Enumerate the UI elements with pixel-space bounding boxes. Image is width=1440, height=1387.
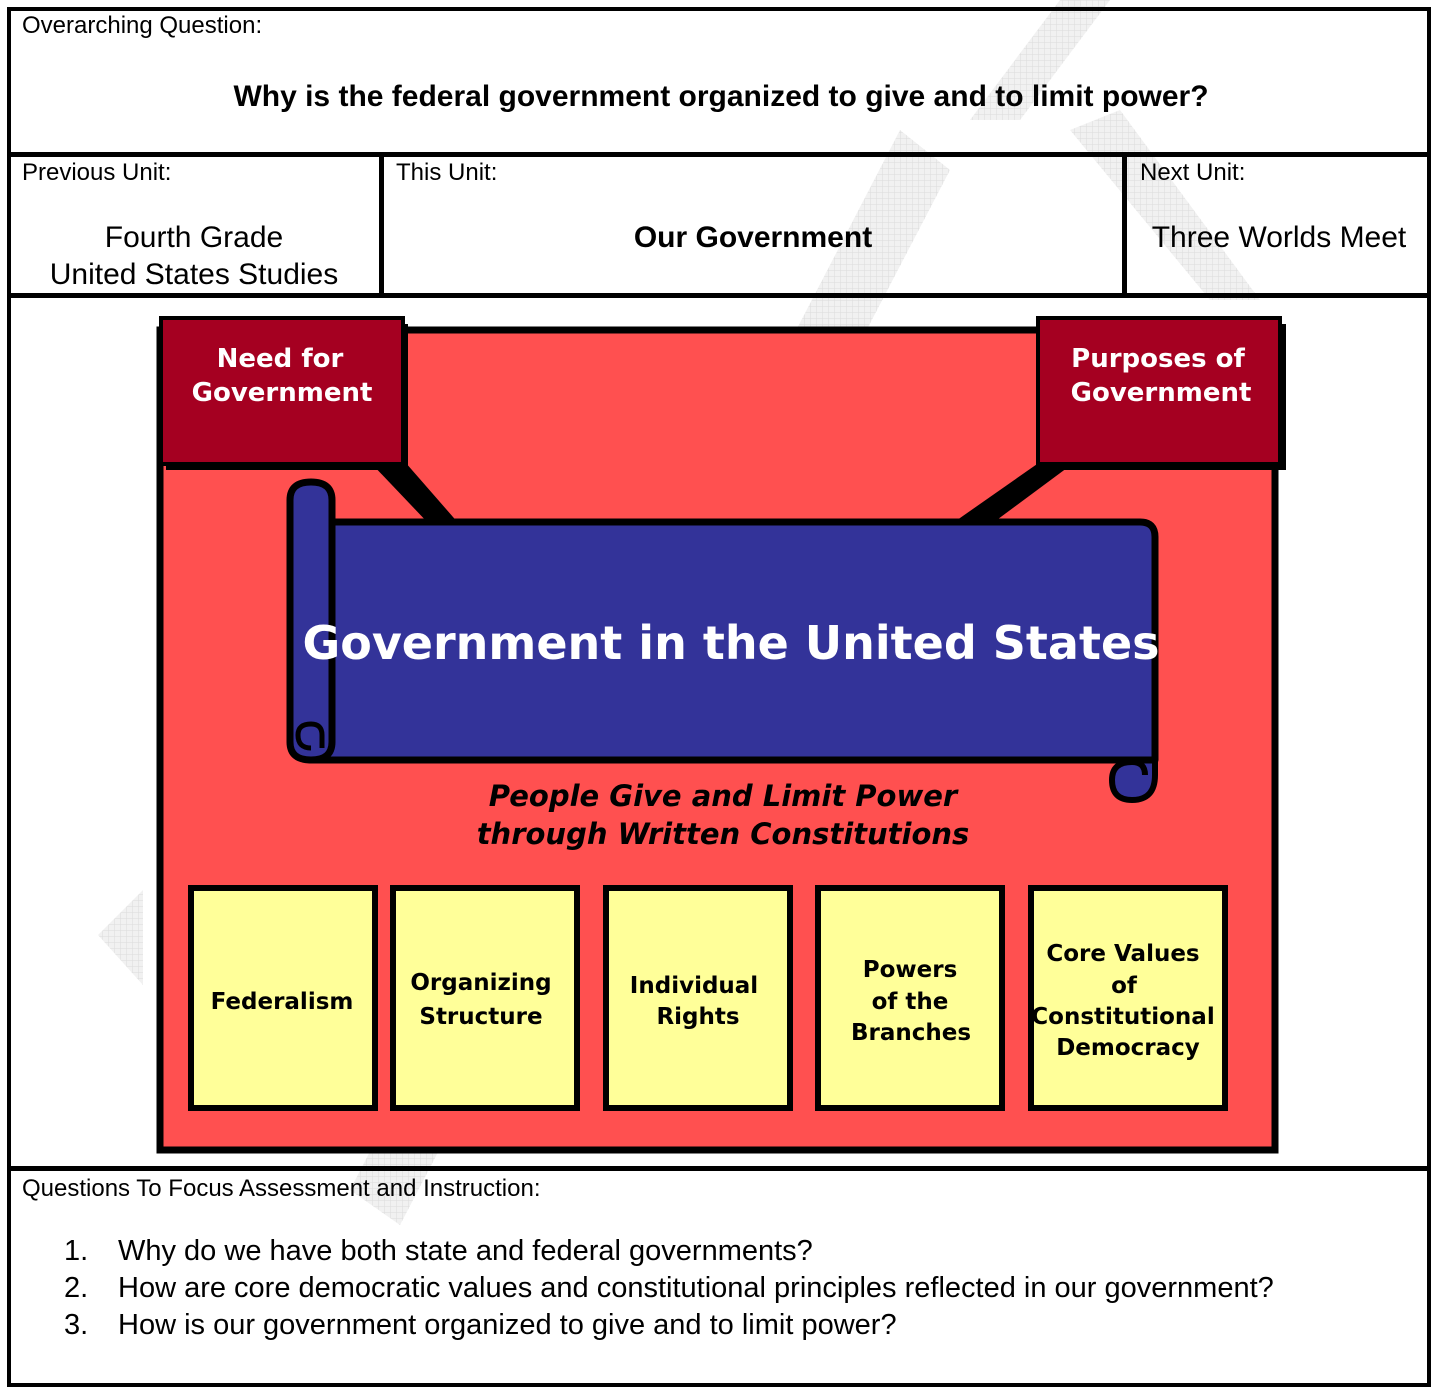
- overarching-label: Overarching Question:: [22, 12, 263, 39]
- box-label: of the: [872, 989, 949, 1015]
- box-organizing-structure: [390, 885, 580, 1111]
- divider: [379, 152, 384, 298]
- box-label: of: [1111, 973, 1138, 999]
- box-label: Organizing: [410, 970, 551, 996]
- divider: [7, 1166, 1431, 1171]
- box-label: Branches: [851, 1020, 971, 1046]
- box-label: Rights: [656, 1004, 739, 1030]
- focus-questions-list: 1. Why do we have both state and federal…: [64, 1233, 1274, 1344]
- question-text: Why do we have both state and federal go…: [118, 1235, 813, 1267]
- connector-left: [370, 462, 460, 525]
- divider: [7, 293, 1431, 298]
- this-unit-title: Our Government: [633, 221, 873, 254]
- list-item: 2. How are core democratic values and co…: [64, 1270, 1274, 1307]
- scroll-banner: [286, 478, 1159, 803]
- next-unit-label: Next Unit:: [1140, 159, 1246, 186]
- question-number: 3.: [64, 1309, 89, 1341]
- question-number: 2.: [64, 1272, 89, 1304]
- corner-box-purposes: [1036, 316, 1282, 466]
- box-label: Federalism: [211, 989, 354, 1015]
- corner-box-need: [159, 316, 405, 466]
- box-powers-branches: [815, 885, 1005, 1111]
- corner-right-line1: Purposes of: [1071, 344, 1245, 374]
- previous-unit-line2: United States Studies: [49, 258, 339, 291]
- connector-right: [950, 462, 1075, 525]
- subtitle-line2: through Written Constitutions: [477, 817, 970, 851]
- box-label: Structure: [419, 1004, 542, 1030]
- question-text: How are core democratic values and const…: [118, 1272, 1274, 1304]
- box-label: Democracy: [1056, 1035, 1200, 1061]
- banner-title: Government in the United States: [302, 616, 1159, 670]
- subtitle-line1: People Give and Limit Power: [489, 779, 959, 813]
- divider: [1122, 152, 1127, 298]
- divider: [7, 152, 1431, 157]
- corner-left-line1: Need for: [217, 344, 344, 374]
- previous-unit-label: Previous Unit:: [22, 159, 172, 186]
- corner-left-line2: Government: [192, 378, 373, 408]
- previous-unit-line1: Fourth Grade: [104, 221, 284, 254]
- focus-label: Questions To Focus Assessment and Instru…: [22, 1175, 541, 1202]
- question-number: 1.: [64, 1235, 89, 1267]
- box-label: Constitutional: [1031, 1004, 1214, 1030]
- box-label: Powers: [863, 957, 958, 983]
- this-unit-label: This Unit:: [396, 159, 498, 186]
- box-label: Core Values: [1046, 941, 1199, 967]
- box-federalism: [188, 885, 378, 1111]
- box-individual-rights: [603, 885, 793, 1111]
- box-label: Individual: [630, 973, 758, 999]
- list-item: 3. How is our government organized to gi…: [64, 1307, 1274, 1344]
- corner-right-line2: Government: [1071, 378, 1252, 408]
- box-core-values: [1028, 885, 1228, 1111]
- question-text: How is our government organized to give …: [118, 1309, 897, 1341]
- list-item: 1. Why do we have both state and federal…: [64, 1233, 1274, 1270]
- next-unit-title: Three Worlds Meet: [1151, 221, 1407, 254]
- overarching-question: Why is the federal government organized …: [233, 80, 1209, 113]
